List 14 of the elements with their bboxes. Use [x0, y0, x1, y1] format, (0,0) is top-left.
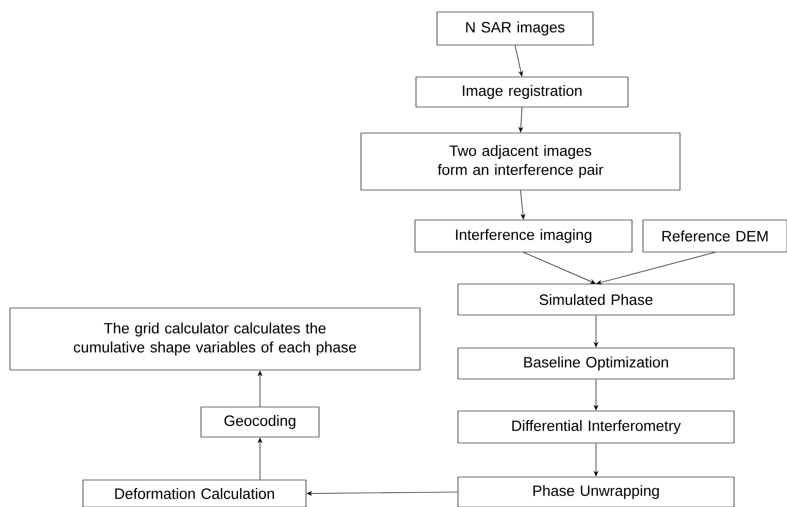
process-box: N SAR images: [436, 12, 594, 46]
process-box: Image registration: [416, 76, 628, 108]
process-box: Interference imaging: [414, 220, 632, 252]
process-box: Geocoding: [200, 406, 320, 438]
arrow: [523, 252, 596, 284]
process-box: Reference DEM: [642, 220, 787, 252]
process-box: Baseline Optimization: [458, 348, 734, 380]
process-box: The grid calculator calculates the cumulative shape variables of each phase: [10, 308, 420, 370]
process-box: Differential Interferometry: [458, 410, 734, 444]
arrow: [596, 252, 716, 285]
process-box: Two adjacent images form an interference pair: [360, 132, 680, 190]
process-box: Deformation Calculation: [82, 480, 306, 507]
process-box: Phase Unwrapping: [458, 476, 734, 507]
process-box: Simulated Phase: [458, 284, 734, 316]
